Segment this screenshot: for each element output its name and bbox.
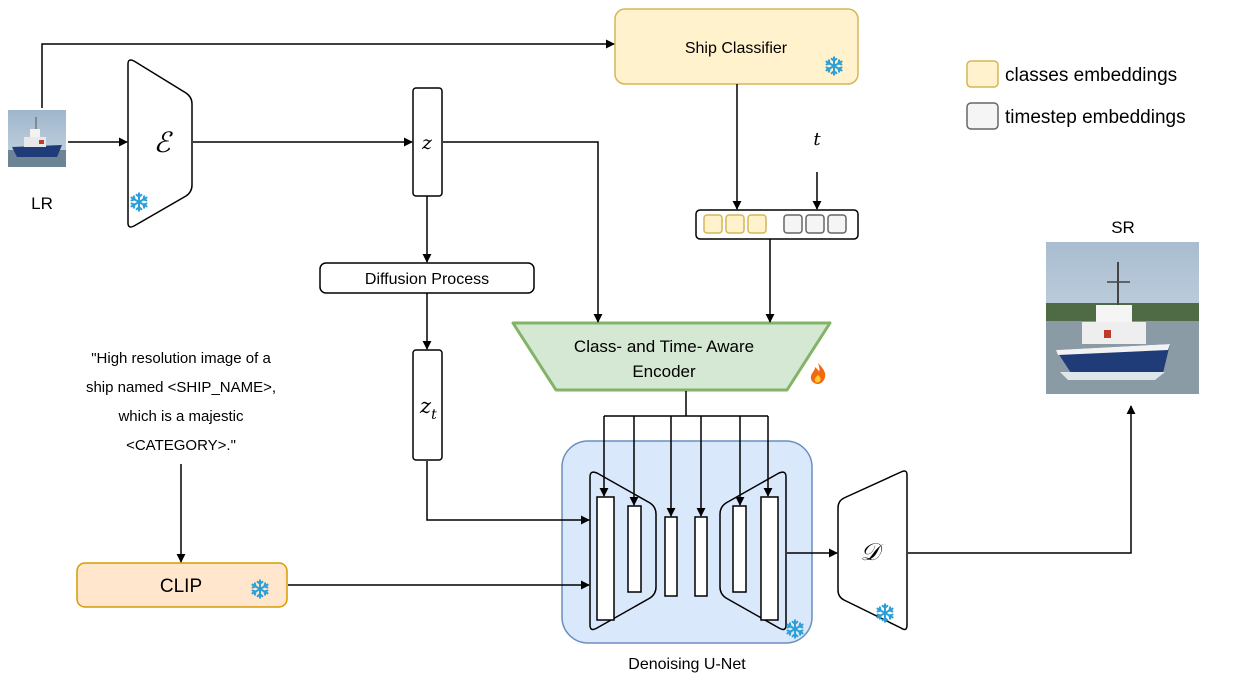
connectors <box>41 39 1136 590</box>
text-prompt-line: "High resolution image of a <box>91 350 271 367</box>
lr-label: LR <box>31 194 53 213</box>
unet-feature-block <box>627 505 642 593</box>
embedding-strip <box>695 209 859 240</box>
decoder-block <box>837 470 908 631</box>
unet-feature-block <box>664 516 678 597</box>
decoder-to-sr-arrow <box>908 405 1136 554</box>
text-prompt-line: ship named <SHIP_NAME>, <box>85 379 277 396</box>
clip-label: CLIP <box>160 576 202 597</box>
lr-image <box>8 110 66 167</box>
timestep-embedding-cell <box>783 214 803 234</box>
text-prompt-line: which is a majestic <box>118 408 244 425</box>
timestep-embedding-cell <box>827 214 847 234</box>
unet-label: Denoising U-Net <box>628 656 746 673</box>
unet-feature-block <box>760 496 779 621</box>
unet-feature-block <box>596 496 615 621</box>
sr-image <box>1046 242 1199 394</box>
diffusion-process-label: Diffusion Process <box>365 271 489 288</box>
encoder-symbol: ℰ <box>154 126 174 159</box>
fire-icon <box>810 363 826 384</box>
latent-zt-box <box>412 349 443 461</box>
denoising-unet-container <box>561 440 813 644</box>
class-embedding-cell <box>703 214 723 234</box>
unet-feature-block <box>694 516 708 597</box>
unet-down-path <box>589 471 657 631</box>
legend-class-label: classes embeddings <box>1005 65 1177 86</box>
text-prompt: "High resolution image of a ship named <… <box>52 344 310 460</box>
class-embedding-cell <box>747 214 767 234</box>
text-prompt-line: <CATEGORY>." <box>126 437 236 454</box>
legend-class-swatch <box>966 60 999 88</box>
legend-timestep-label: timestep embeddings <box>1005 107 1186 128</box>
legend-timestep-swatch <box>966 102 999 130</box>
lr-to-classifier-arrow <box>41 39 615 108</box>
unet-feature-block <box>732 505 747 593</box>
encoder-block <box>127 59 193 228</box>
ship-classifier-label: Ship Classifier <box>685 40 788 57</box>
class-embedding-cell <box>725 214 745 234</box>
ct-aware-encoder-block <box>511 321 832 392</box>
zt-to-unet-arrow <box>426 461 590 525</box>
clip-box <box>76 562 288 608</box>
timestep-embedding-cell <box>805 214 825 234</box>
latent-zt-symbol: zt <box>419 394 437 423</box>
ct-encoder-line1: Class- and Time- Aware <box>574 337 754 356</box>
timestep-symbol: t <box>813 129 821 150</box>
ct-encoder-line2: Encoder <box>632 362 696 381</box>
sr-label: SR <box>1111 218 1135 237</box>
unet-up-path <box>719 471 787 631</box>
z-to-ct-encoder-arrow <box>443 141 603 323</box>
latent-z-symbol: z <box>421 132 433 154</box>
